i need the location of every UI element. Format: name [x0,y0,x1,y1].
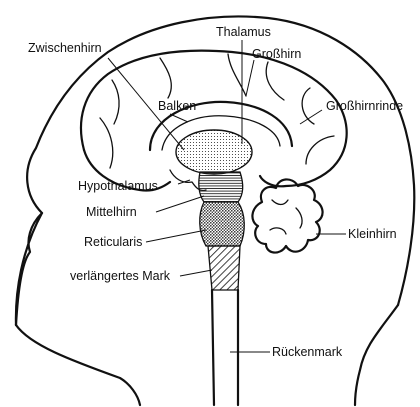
spinal-cord-left [212,290,214,405]
label-hypothalamus: Hypothalamus [78,179,158,193]
cerebellum-fold-3 [270,228,286,234]
gyrus-fold-2 [160,58,171,98]
leader-verlaengertes-mark [180,270,212,276]
leader-grosshirn [246,60,254,96]
cerebellum-fold-1 [272,200,288,205]
label-rueckenmark: Rückenmark [272,345,343,359]
gyrus-fold-1 [112,80,119,124]
gyrus-fold-3 [228,54,246,96]
label-reticularis: Reticularis [84,235,142,249]
thalamus-shape [176,130,252,174]
medulla-shape [208,246,240,290]
cerebellum-shape [252,179,322,252]
leader-reticularis [146,230,206,242]
label-mittelhirn: Mittelhirn [86,205,137,219]
reticularis-shape [200,202,245,246]
label-grosshirnrinde: Großhirnrinde [326,99,403,113]
label-zwischenhirn: Zwischenhirn [28,41,102,55]
midbrain-shape [199,172,243,202]
gyrus-fold-4 [266,62,284,100]
nose-outline [16,213,42,325]
label-kleinhirn: Kleinhirn [348,227,397,241]
chin-outline [16,325,140,405]
gyrus-fold-7 [100,118,113,168]
label-verlaengertes-mark: verlängertes Mark [70,269,171,283]
gyrus-fold-6 [306,136,334,164]
leader-mittelhirn [156,196,204,212]
leader-balken [170,114,188,122]
neck-outline [355,305,398,405]
label-grosshirn: Großhirn [252,47,301,61]
cerebellum-fold-2 [296,208,302,228]
label-thalamus: Thalamus [216,25,271,39]
label-balken: Balken [158,99,196,113]
